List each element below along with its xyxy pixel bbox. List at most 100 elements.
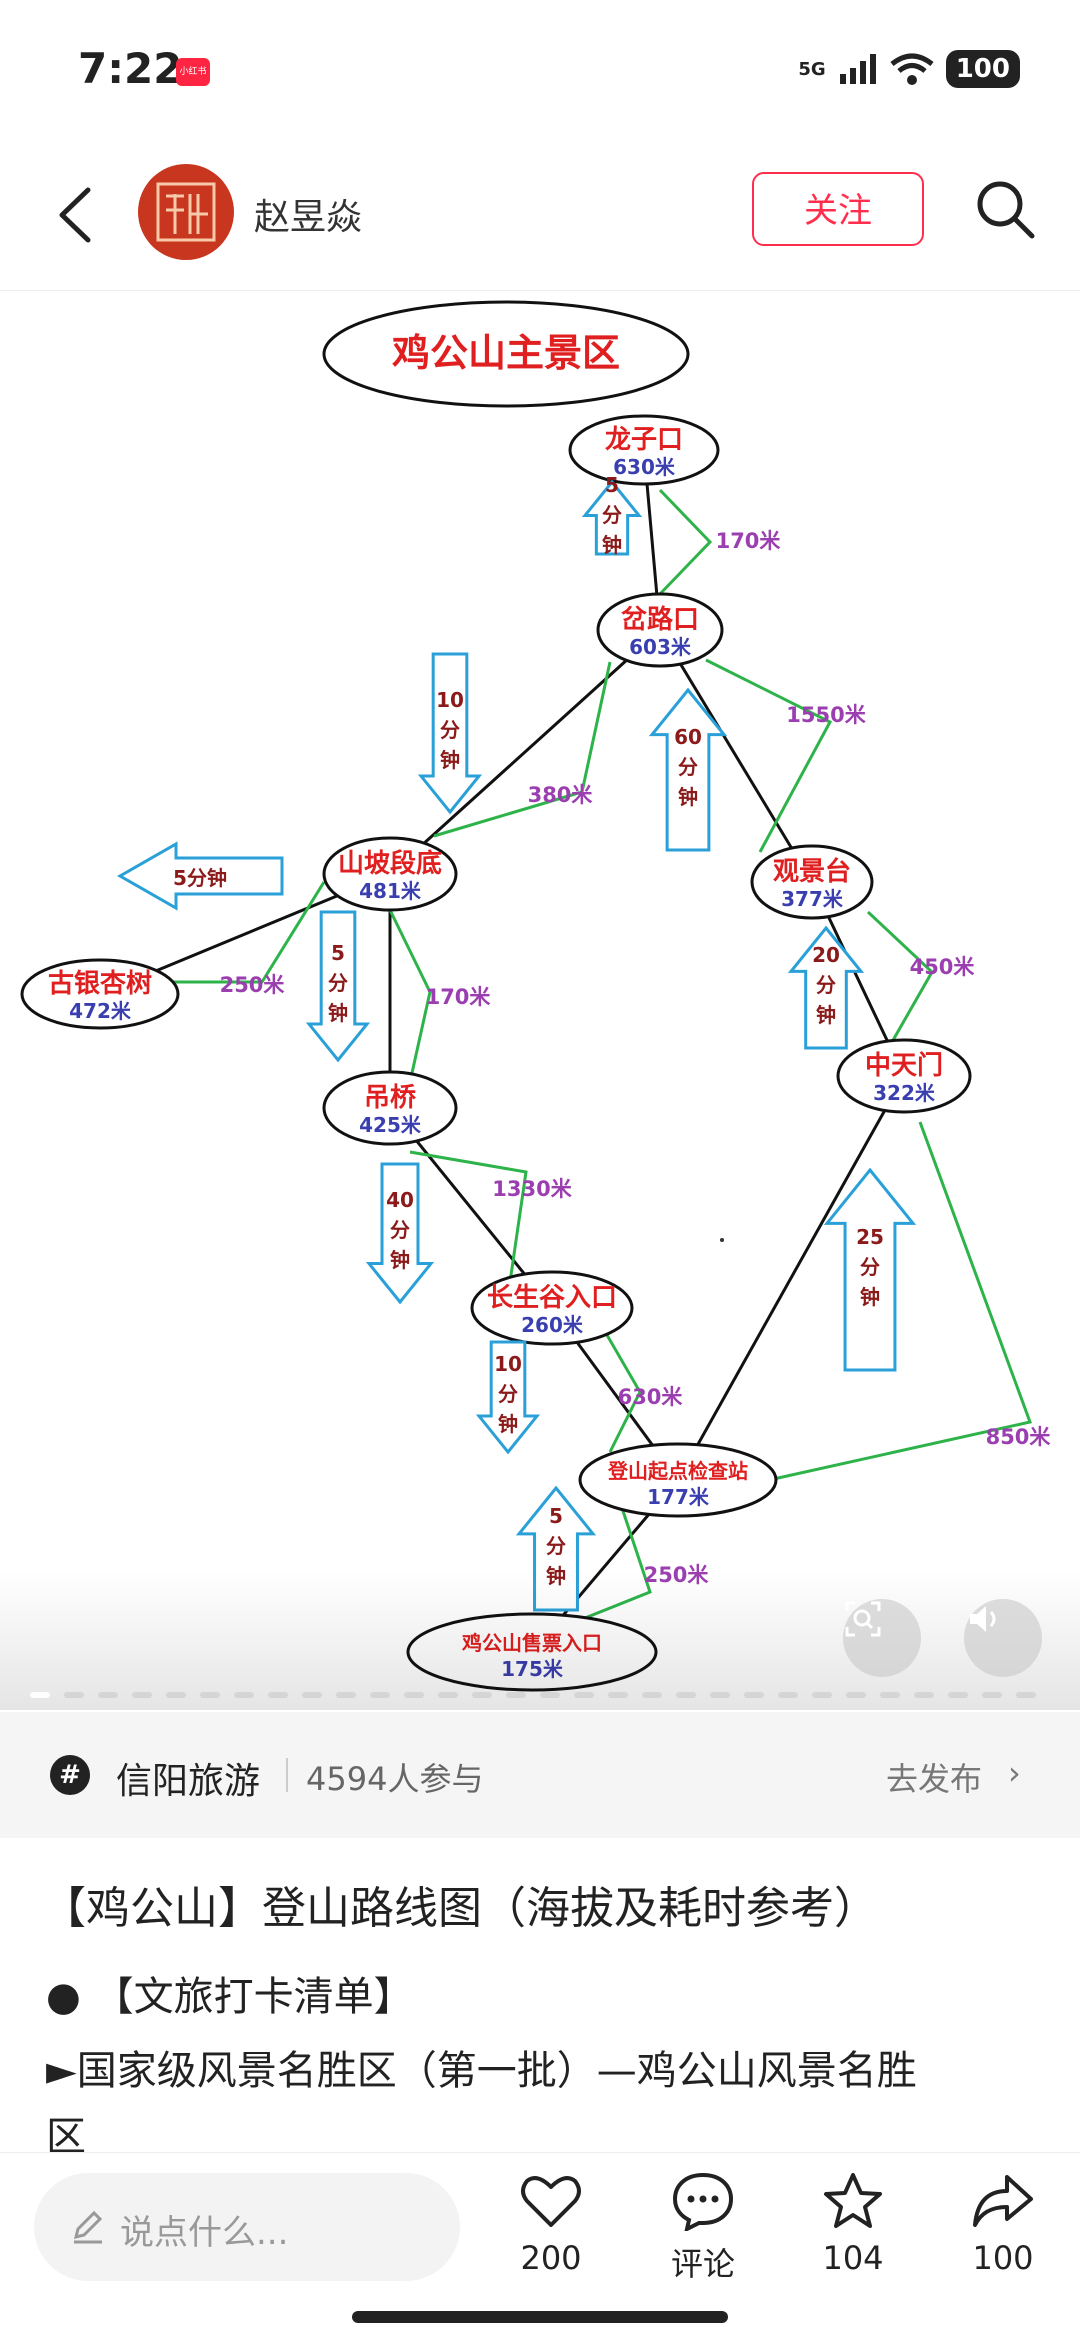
scan-icon [843, 1599, 883, 1639]
back-icon[interactable] [48, 180, 108, 250]
bottom-action-bar: 说点什么... 200 评论 104 100 [0, 2152, 1080, 2340]
app-badge-icon: 小红书 [176, 58, 210, 86]
time-arrow-label: 钟 [816, 1003, 836, 1027]
diagram-title: 鸡公山主景区 [391, 331, 620, 375]
post-body-line: ● 【文旅打卡清单】 [46, 1964, 414, 2022]
place-node-elevation: 630米 [613, 455, 676, 479]
like-count: 200 [496, 2239, 606, 2277]
place-node-elevation: 481米 [359, 879, 422, 903]
signal-icon [838, 52, 878, 86]
distance-leader-line [160, 882, 324, 982]
home-indicator [352, 2311, 728, 2323]
share-icon [971, 2171, 1035, 2231]
distance-label: 250米 [220, 973, 286, 997]
time-arrow-label: 40 [386, 1188, 414, 1212]
distance-label: 1550米 [786, 703, 866, 727]
time-arrow-label: 5 [605, 473, 619, 497]
follow-button[interactable]: 关注 [752, 172, 924, 246]
status-time: 7:22 [78, 44, 182, 93]
time-arrow-label: 分 [328, 971, 348, 995]
distance-label: 450米 [910, 955, 976, 979]
place-node-name: 龙子口 [605, 425, 683, 455]
pencil-icon [70, 2205, 106, 2245]
place-node-name: 岔路口 [621, 604, 699, 635]
time-arrow-label: 5 [549, 1504, 563, 1528]
like-button[interactable]: 200 [496, 2171, 606, 2277]
post-title: 【鸡公山】登山路线图（海拔及耗时参考） [42, 1872, 878, 1936]
distance-label: 170米 [426, 985, 492, 1009]
favorite-button[interactable]: 104 [798, 2171, 908, 2277]
time-arrow-label: 钟 [328, 1001, 348, 1025]
time-arrow-label: 分 [860, 1255, 880, 1279]
time-arrow-label: 10 [436, 688, 464, 712]
time-arrow-label: 25 [856, 1225, 884, 1249]
hashtag-icon: # [50, 1755, 90, 1795]
heart-icon [519, 2171, 583, 2231]
search-icon[interactable] [972, 176, 1038, 242]
distance-leader-line [706, 660, 830, 852]
distance-leader-line [390, 910, 430, 1082]
time-arrow-label: 分 [546, 1534, 566, 1558]
place-node-name: 长生谷入口 [487, 1283, 617, 1313]
place-node-name: 观景台 [773, 856, 851, 887]
comment-button[interactable]: 评论 [648, 2171, 758, 2285]
time-arrow-label: 钟 [678, 785, 698, 809]
time-arrow-label: 分 [440, 718, 460, 742]
carousel-indicator [30, 1692, 1036, 1698]
place-node-name: 吊桥 [364, 1083, 417, 1113]
status-bar: 7:22 小红书 5G 100 [0, 0, 1080, 140]
publish-link[interactable]: 去发布 [886, 1754, 982, 1800]
place-node-elevation: 472米 [69, 999, 132, 1023]
time-arrow-label: 钟 [602, 533, 622, 557]
diagram-dot [720, 1238, 724, 1242]
route-diagram: 鸡公山主景区龙子口630米岔路口603米山坡段底481米古银杏树472米观景台3… [0, 292, 1080, 1710]
time-arrow-label: 60 [674, 725, 702, 749]
share-button[interactable]: 100 [948, 2171, 1058, 2277]
status-icons: 5G 100 [798, 50, 1020, 88]
time-arrow-label: 分 [602, 503, 622, 527]
place-node-name: 中天门 [865, 1051, 943, 1081]
time-arrow-label: 分 [678, 755, 698, 779]
place-node-elevation: 603米 [629, 635, 692, 659]
distance-label: 1330米 [492, 1177, 572, 1201]
speaker-icon [964, 1599, 1004, 1639]
chevron-right-icon[interactable]: › [1008, 1754, 1021, 1792]
network-label: 5G [798, 59, 825, 80]
time-arrow-label: 钟 [390, 1248, 410, 1272]
time-arrow-label: 5分钟 [173, 866, 227, 890]
time-arrow-label: 分 [498, 1382, 518, 1406]
time-arrow-label: 10 [494, 1352, 522, 1376]
time-arrow-label: 分 [390, 1218, 410, 1242]
avatar[interactable] [138, 164, 234, 260]
time-arrow-label: 5 [331, 941, 345, 965]
image-search-button[interactable] [843, 1599, 921, 1677]
distance-label: 850米 [986, 1425, 1052, 1449]
place-node-name: 山坡段底 [338, 848, 442, 879]
favorite-count: 104 [798, 2239, 908, 2277]
topic-bar[interactable]: # 信阳旅游 4594人参与 去发布 › [0, 1712, 1080, 1838]
place-node-elevation: 425米 [359, 1113, 422, 1137]
place-node-elevation: 260米 [521, 1313, 584, 1337]
place-node-elevation: 322米 [873, 1081, 936, 1105]
topic-name[interactable]: 信阳旅游 [116, 1752, 260, 1804]
comment-bubble-icon [671, 2171, 735, 2231]
battery-indicator: 100 [946, 50, 1020, 88]
time-arrow-label: 钟 [860, 1285, 880, 1309]
time-arrow-label: 20 [812, 943, 840, 967]
sound-button[interactable] [964, 1599, 1042, 1677]
time-arrow-label: 分 [816, 973, 836, 997]
comment-placeholder: 说点什么... [120, 2205, 288, 2254]
distance-leader-line [660, 490, 710, 594]
avatar-seal-icon [138, 164, 234, 260]
place-node-name: 登山起点检查站 [607, 1459, 748, 1483]
time-arrow-label: 钟 [498, 1412, 518, 1436]
post-header: 赵昱焱 关注 [0, 140, 1080, 291]
comment-input[interactable]: 说点什么... [34, 2173, 460, 2281]
route-line [390, 630, 660, 874]
author-name[interactable]: 赵昱焱 [254, 188, 362, 240]
comment-label: 评论 [648, 2239, 758, 2285]
post-body-line: ►国家级风景名胜区（第一批）—鸡公山风景名胜 [46, 2038, 917, 2096]
place-node-elevation: 177米 [647, 1485, 710, 1509]
distance-label: 170米 [716, 529, 782, 553]
